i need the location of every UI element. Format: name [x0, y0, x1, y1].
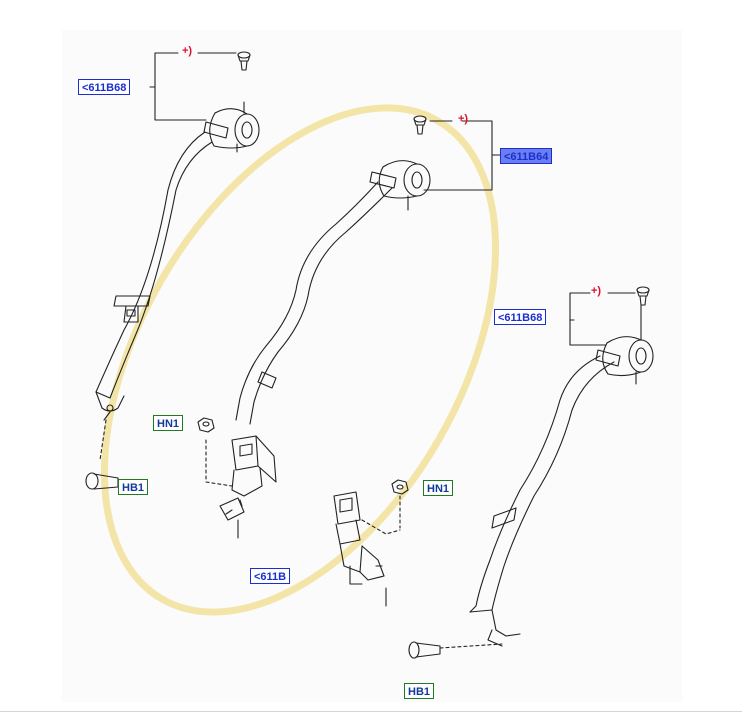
bolt-top-center: [413, 115, 427, 135]
nut-center: [391, 479, 409, 495]
callout-hn1-center[interactable]: HN1: [423, 480, 454, 496]
bolt-lower-right: [408, 641, 441, 659]
retractor-left: [203, 101, 260, 153]
nut-left: [197, 417, 215, 433]
drawing-area: [62, 30, 682, 702]
buckle-center-left: [219, 435, 277, 539]
bolt-top-right: [636, 286, 650, 306]
webbing-center: [235, 181, 393, 425]
callout-611b-bottom[interactable]: <611B: [250, 568, 291, 584]
webbing-right: [469, 355, 615, 613]
bottom-divider: [0, 711, 742, 712]
center-buckle-assembly[interactable]: [333, 479, 409, 607]
right-seat-belt-assembly[interactable]: [408, 286, 654, 659]
plus-mark-center: +): [458, 113, 469, 125]
callout-hb1-bottom[interactable]: HB1: [404, 683, 435, 699]
callout-hb1-left[interactable]: HB1: [118, 479, 149, 495]
retractor-right: [595, 304, 654, 385]
callout-611b64[interactable]: <611B64: [500, 148, 553, 164]
callout-611b68-top[interactable]: <611B68: [78, 79, 131, 95]
plus-mark-top-left: +): [182, 45, 193, 57]
callout-611b68-right[interactable]: <611B68: [494, 309, 547, 325]
center-seat-belt-assembly[interactable]: [197, 115, 501, 539]
plus-mark-right: +): [591, 285, 602, 297]
callout-hn1-left[interactable]: HN1: [153, 415, 184, 431]
bolt-top-left: [237, 51, 251, 71]
